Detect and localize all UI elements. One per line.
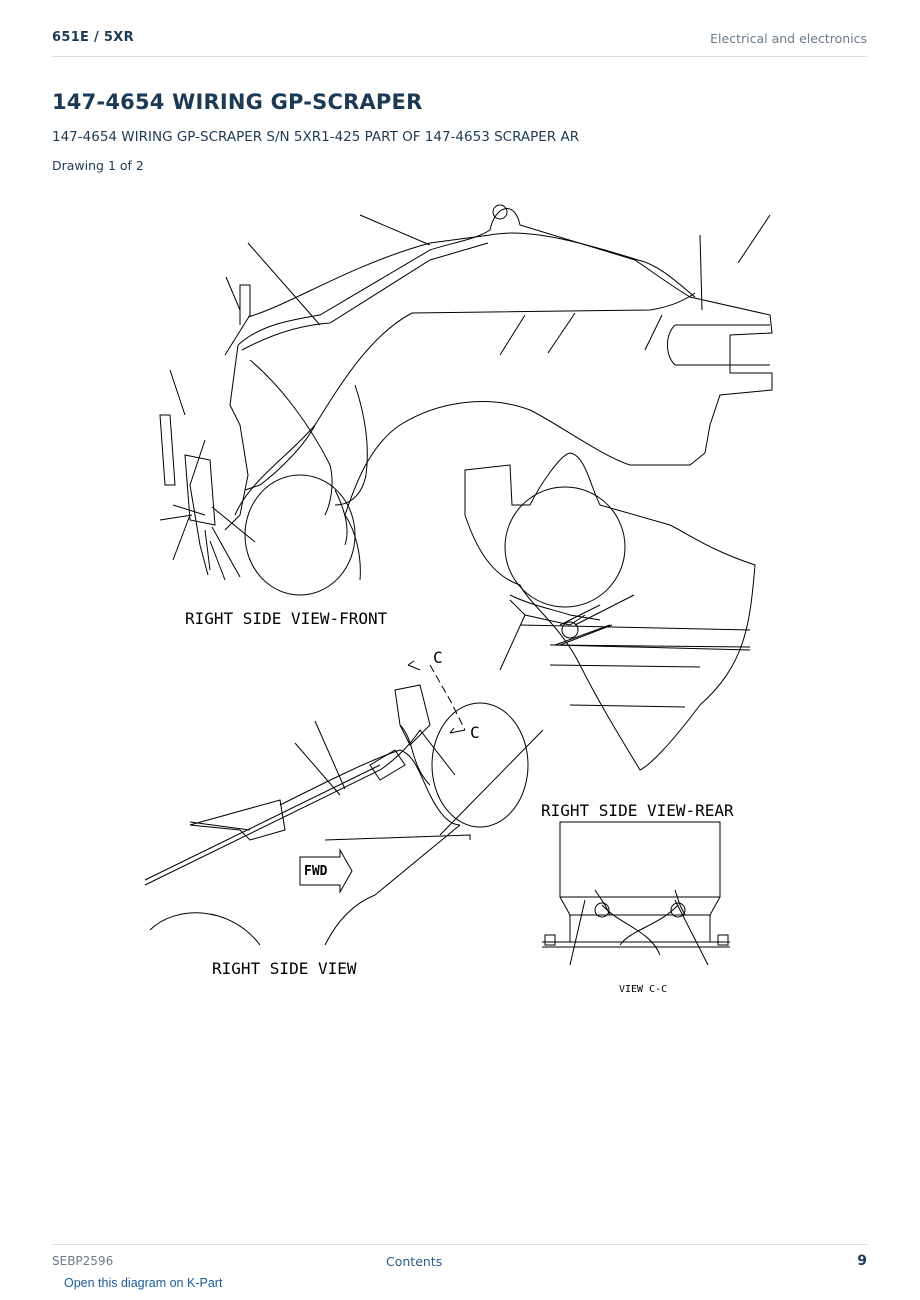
section-marker-c-top: C <box>433 648 443 667</box>
section-marker-c-bottom: C <box>470 723 480 742</box>
view-cc-drawing <box>542 821 730 966</box>
page-title: 147-4654 WIRING GP-SCRAPER <box>52 90 423 114</box>
fwd-arrow-label: FWD <box>304 864 328 879</box>
page-footer: SEBP2596 Contents 9 <box>52 1244 867 1275</box>
page-number: 9 <box>857 1253 867 1269</box>
document-code: SEBP2596 <box>52 1254 114 1268</box>
page-header: 651E / 5XR Electrical and electronics <box>52 28 867 57</box>
page-subtitle: 147-4654 WIRING GP-SCRAPER S/N 5XR1-425 … <box>52 129 580 145</box>
label-right-side-view-rear: RIGHT SIDE VIEW-REAR <box>541 801 734 820</box>
label-view-cc: VIEW C-C <box>619 984 667 995</box>
model-label: 651E / 5XR <box>52 30 134 45</box>
section-label: Electrical and electronics <box>710 31 867 46</box>
side-view-drawing <box>144 660 544 946</box>
contents-link[interactable]: Contents <box>386 1254 443 1269</box>
rear-view-drawing <box>464 452 756 771</box>
kpart-link[interactable]: Open this diagram on K-Part <box>64 1276 223 1290</box>
drawing-count: Drawing 1 of 2 <box>52 158 144 173</box>
wiring-diagram: RIGHT SIDE VIEW-FRONT RIGHT SIDE VIEW-RE… <box>130 185 790 1005</box>
label-right-side-view: RIGHT SIDE VIEW <box>212 959 357 978</box>
front-view-drawing <box>159 204 773 596</box>
label-right-side-view-front: RIGHT SIDE VIEW-FRONT <box>185 609 388 628</box>
